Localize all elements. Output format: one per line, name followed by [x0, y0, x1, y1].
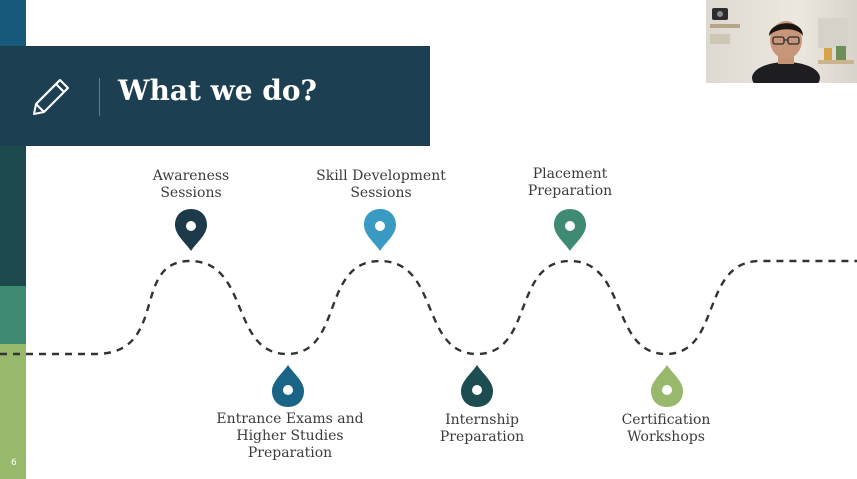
webcam-video-feed	[706, 0, 857, 83]
accent-stripe-top	[0, 0, 26, 46]
webcam-scene	[710, 8, 854, 83]
map-pin-icon	[461, 365, 493, 407]
accent-stripe-green	[0, 344, 26, 479]
map-pin-icon	[175, 209, 207, 251]
pencil-icon	[33, 79, 69, 115]
step-placement-label: Placement Preparation	[527, 166, 613, 199]
step-certification-label: Certification Workshops	[621, 412, 711, 445]
title-banner: What we do?	[0, 46, 430, 146]
slide-title: What we do?	[118, 74, 317, 107]
step-skill-development-label: Skill Development Sessions	[316, 168, 446, 201]
map-pin-icon	[651, 365, 683, 407]
step-awareness-label: Awareness Sessions	[152, 168, 230, 201]
step-entrance-exams-label: Entrance Exams and Higher Studies Prepar…	[216, 411, 364, 461]
accent-stripe-teal	[0, 286, 26, 344]
slide-number: 6	[11, 458, 17, 468]
map-pin-icon	[272, 365, 304, 407]
map-pin-icon	[364, 209, 396, 251]
header-divider	[99, 78, 100, 116]
accent-stripe-dark-teal	[0, 146, 26, 286]
map-pin-icon	[554, 209, 586, 251]
step-internship-label: Internship Preparation	[439, 412, 525, 445]
